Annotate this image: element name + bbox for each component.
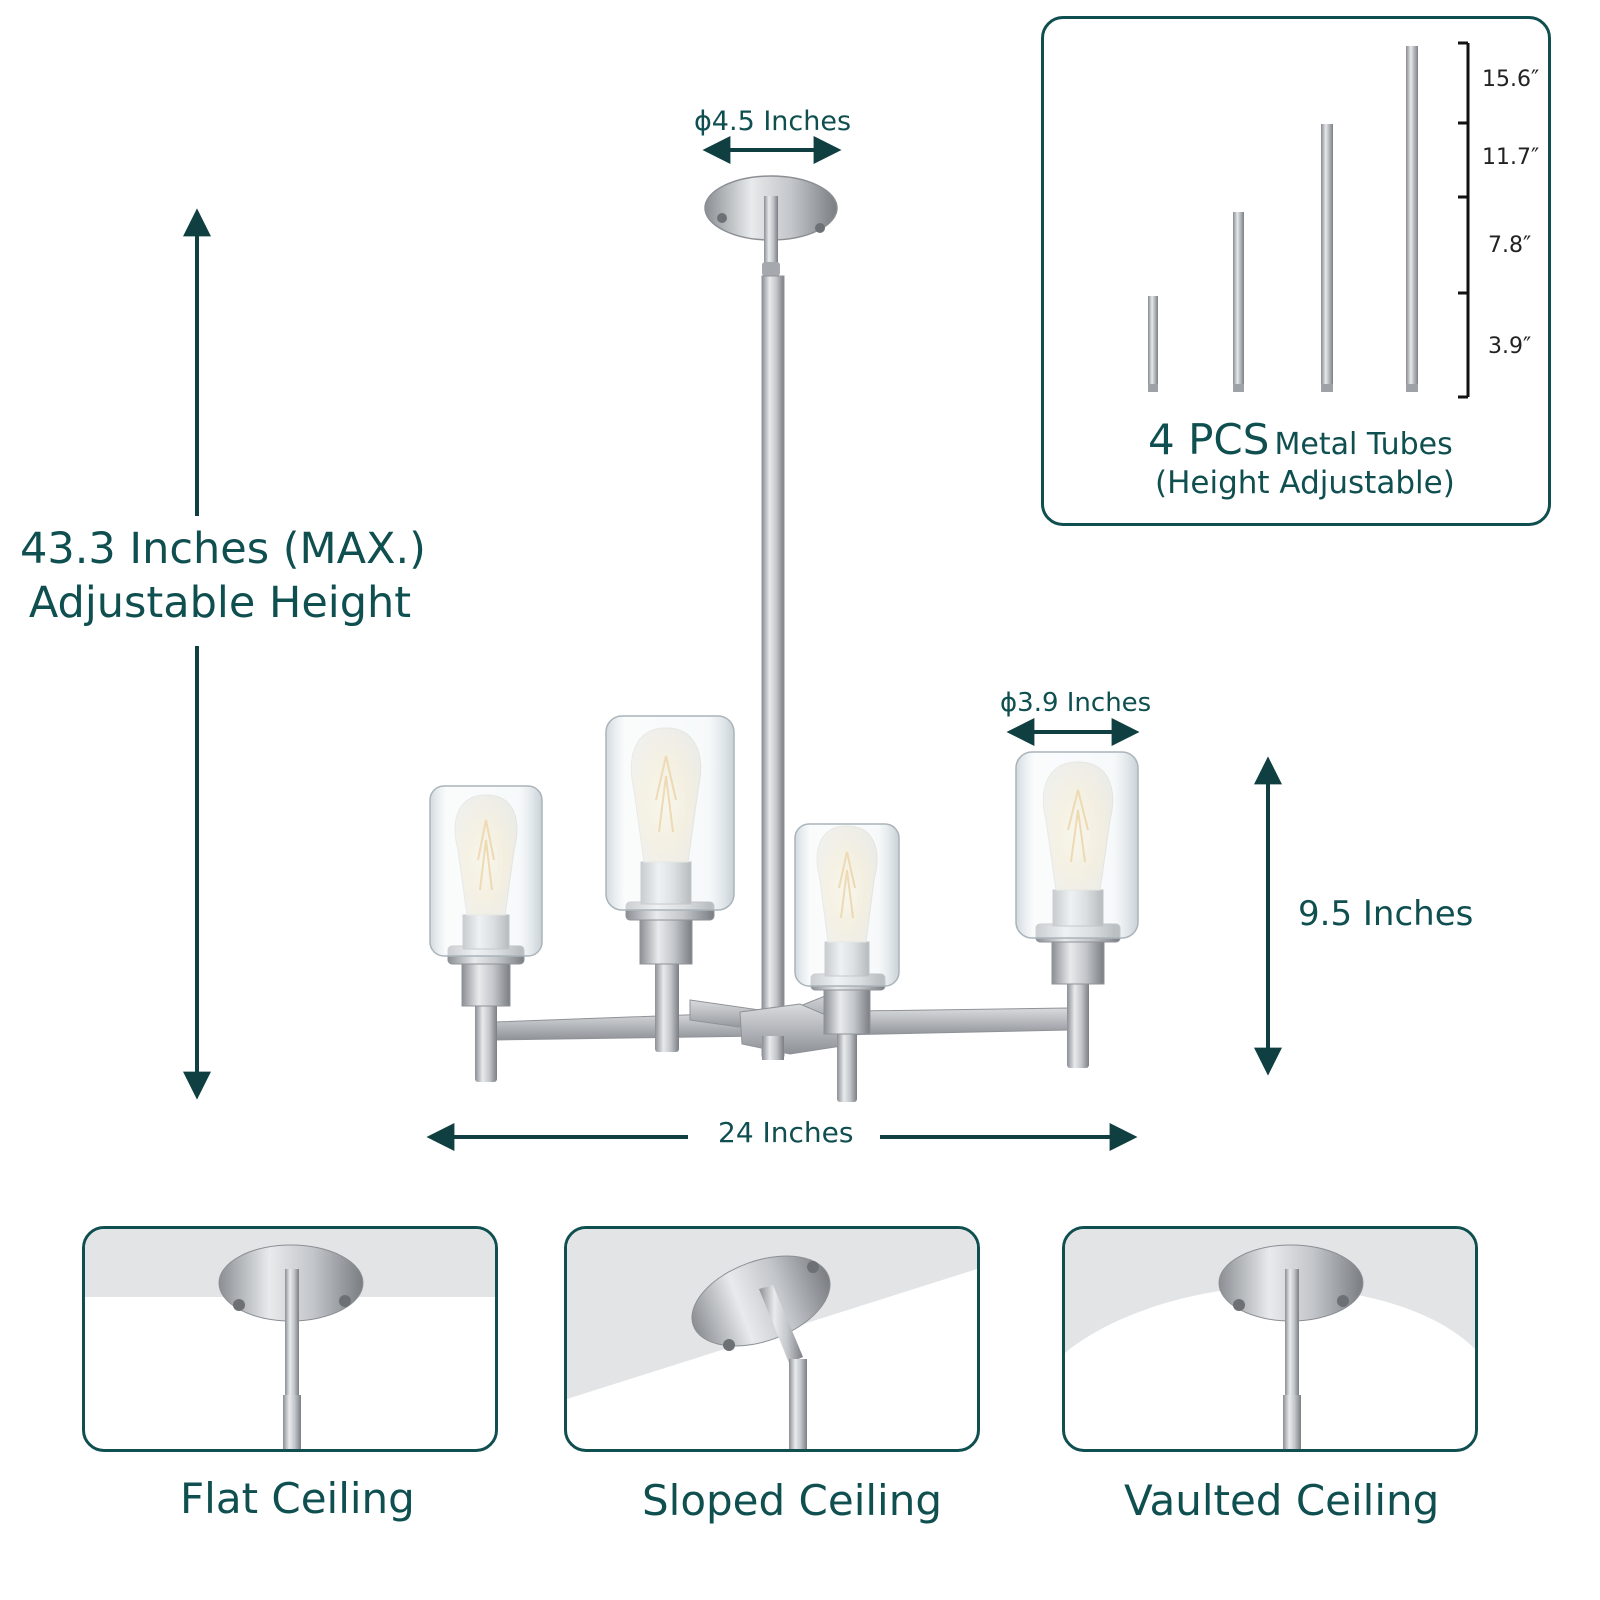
sloped-ceiling-mount-icon [567,1229,977,1449]
flat-ceiling-label: Flat Ceiling [180,1474,415,1523]
light-3 [794,823,900,1102]
tubes-illustration [1148,41,1470,399]
vaulted-ceiling-label: Vaulted Ceiling [1124,1476,1440,1525]
light-4 [1015,751,1139,1068]
vaulted-ceiling-panel [1062,1226,1478,1452]
fixture-height-label: 9.5 Inches [1298,894,1474,934]
max-height-label: 43.3 Inches (MAX.) Adjustable Height [20,522,426,630]
tube-length-label: 11.7″ [1482,145,1540,170]
canopy-screw [815,223,825,233]
light-1 [429,785,543,1082]
tube-15-6 [1406,46,1418,392]
metal-tubes-panel: 15.6″ 11.7″ 7.8″ 3.9″ 4 PCS Metal Tubes … [1041,16,1551,526]
downrod [761,275,785,1057]
tube-3-9 [1148,296,1158,392]
vaulted-ceiling-mount-icon [1065,1229,1475,1449]
max-height-caption: Adjustable Height [28,578,412,628]
tube-length-scale [1458,41,1470,399]
canopy [704,175,838,276]
tubes-panel-title: 4 PCS Metal Tubes [1148,415,1453,464]
shade-diameter-label: ϕ3.9 Inches [1000,688,1152,718]
sloped-ceiling-panel [564,1226,980,1452]
tube-11-7 [1321,124,1333,392]
canopy-diameter-label: ϕ4.5 Inches [694,106,852,137]
tubes-count: 4 PCS [1148,415,1270,464]
tube-length-label: 3.9″ [1488,334,1532,359]
tube-length-label: 7.8″ [1488,233,1532,258]
max-height-value: 43.3 Inches (MAX.) [20,524,426,574]
flat-ceiling-panel [82,1226,498,1452]
canopy-screw [717,213,727,223]
tube-7-8 [1233,212,1244,392]
flat-ceiling-mount-icon [85,1229,495,1449]
width-label: 24 Inches [718,1116,854,1149]
tubes-panel-subtitle: (Height Adjustable) [1155,465,1455,501]
light-2 [605,715,735,1052]
sloped-ceiling-label: Sloped Ceiling [642,1476,942,1525]
tubes-title: Metal Tubes [1274,427,1453,462]
tube-length-label: 15.6″ [1482,67,1540,92]
